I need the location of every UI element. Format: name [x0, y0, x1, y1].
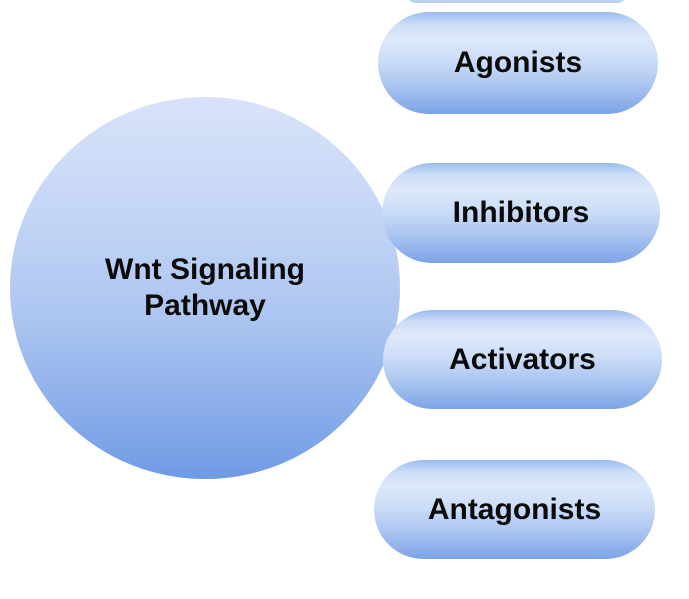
node-wnt-signaling-pathway-label: Wnt Signaling Pathway: [105, 253, 305, 322]
node-antagonists[interactable]: Antagonists: [374, 460, 655, 559]
node-agonists[interactable]: Agonists: [378, 12, 658, 114]
node-wnt-signaling-pathway[interactable]: Wnt Signaling Pathway: [10, 97, 400, 479]
node-agonists-label: Agonists: [453, 46, 583, 79]
node-inhibitors-label: Inhibitors: [452, 196, 590, 229]
node-antagonists-label: Antagonists: [427, 492, 602, 526]
node-inhibitors[interactable]: Inhibitors: [382, 163, 660, 263]
node-activators-label: Activators: [449, 342, 596, 376]
node-activators[interactable]: Activators: [383, 310, 662, 409]
cropped-node-top-sliver: [406, 0, 627, 3]
